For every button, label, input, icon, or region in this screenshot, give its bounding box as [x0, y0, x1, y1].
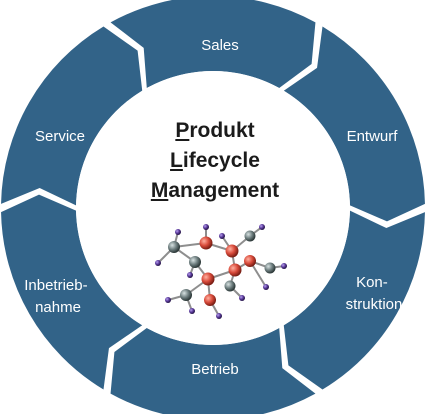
segment-label-service: Service: [35, 128, 85, 145]
molecule-atom-purple: [175, 229, 181, 235]
title-rest-lifecycle: ifecycle: [182, 149, 260, 172]
title-initial-l: L: [170, 149, 183, 172]
title-line-management: Management: [137, 176, 293, 206]
title-rest-produkt: rodukt: [189, 119, 255, 142]
molecule-atom-gray: [264, 262, 276, 274]
molecule-atom-gray: [180, 289, 192, 301]
segment-label-betrieb: Betrieb: [191, 361, 239, 378]
molecule-atom-red: [199, 236, 213, 250]
segment-label-entwurf: Entwurf: [347, 128, 399, 145]
molecule-atom-red: [204, 294, 216, 306]
molecule-atom-purple: [259, 224, 265, 230]
title-initial-p: P: [175, 119, 190, 142]
molecule-atom-purple: [263, 284, 269, 290]
molecule-atom-gray: [244, 230, 256, 242]
molecule-atom-red: [201, 272, 215, 286]
segment-entwurf: [283, 26, 425, 222]
molecule-atom-purple: [281, 263, 287, 269]
segment-label-konstruktion-line-2: struktion: [346, 296, 403, 313]
molecule-atom-purple: [203, 224, 209, 230]
title-rest-management: anagement: [168, 179, 280, 202]
molecule-atom-purple: [155, 260, 161, 266]
molecule-atom-purple: [216, 313, 222, 319]
molecule-atom-red: [244, 255, 256, 267]
molecule-atom-gray: [189, 256, 201, 268]
center-disc: [76, 71, 350, 345]
molecule-atom-purple: [165, 297, 171, 303]
molecule-atom-purple: [239, 295, 245, 301]
title-line-lifecycle: Lifecycle: [137, 146, 293, 176]
segment-service: [1, 26, 143, 206]
molecule-icon: [155, 224, 287, 319]
title-line-produkt: Produkt: [137, 116, 293, 146]
molecule-atom-purple: [189, 308, 195, 314]
segment-labels: Sales Entwurf Kon- struktion Betrieb Inb…: [24, 37, 402, 378]
segment-konstruktion: [283, 210, 425, 390]
segment-label-inbetriebnahme-line-2: nahme: [35, 299, 81, 316]
molecule-atom-red: [228, 263, 242, 277]
molecule-atom-purple: [219, 233, 225, 239]
molecule-atom-gray: [224, 280, 236, 292]
molecule-atom-red: [225, 244, 239, 258]
segment-label-sales: Sales: [201, 37, 239, 54]
segment-sales: [110, 0, 316, 89]
segment-betrieb: [110, 327, 316, 414]
segment-label-konstruktion-line-1: Kon-: [356, 274, 388, 291]
segment-label-inbetriebnahme-line-1: Inbetrieb-: [24, 277, 87, 294]
center-title: Produkt Lifecycle Management: [137, 116, 293, 206]
segment-inbetriebnahme: [1, 194, 143, 390]
molecule-atom-gray: [168, 241, 180, 253]
molecule-atom-purple: [187, 272, 193, 278]
title-initial-m: M: [150, 179, 169, 202]
segment-label-konstruktion: Kon- struktion: [346, 274, 403, 313]
segment-label-inbetriebnahme: Inbetrieb- nahme: [24, 277, 92, 316]
